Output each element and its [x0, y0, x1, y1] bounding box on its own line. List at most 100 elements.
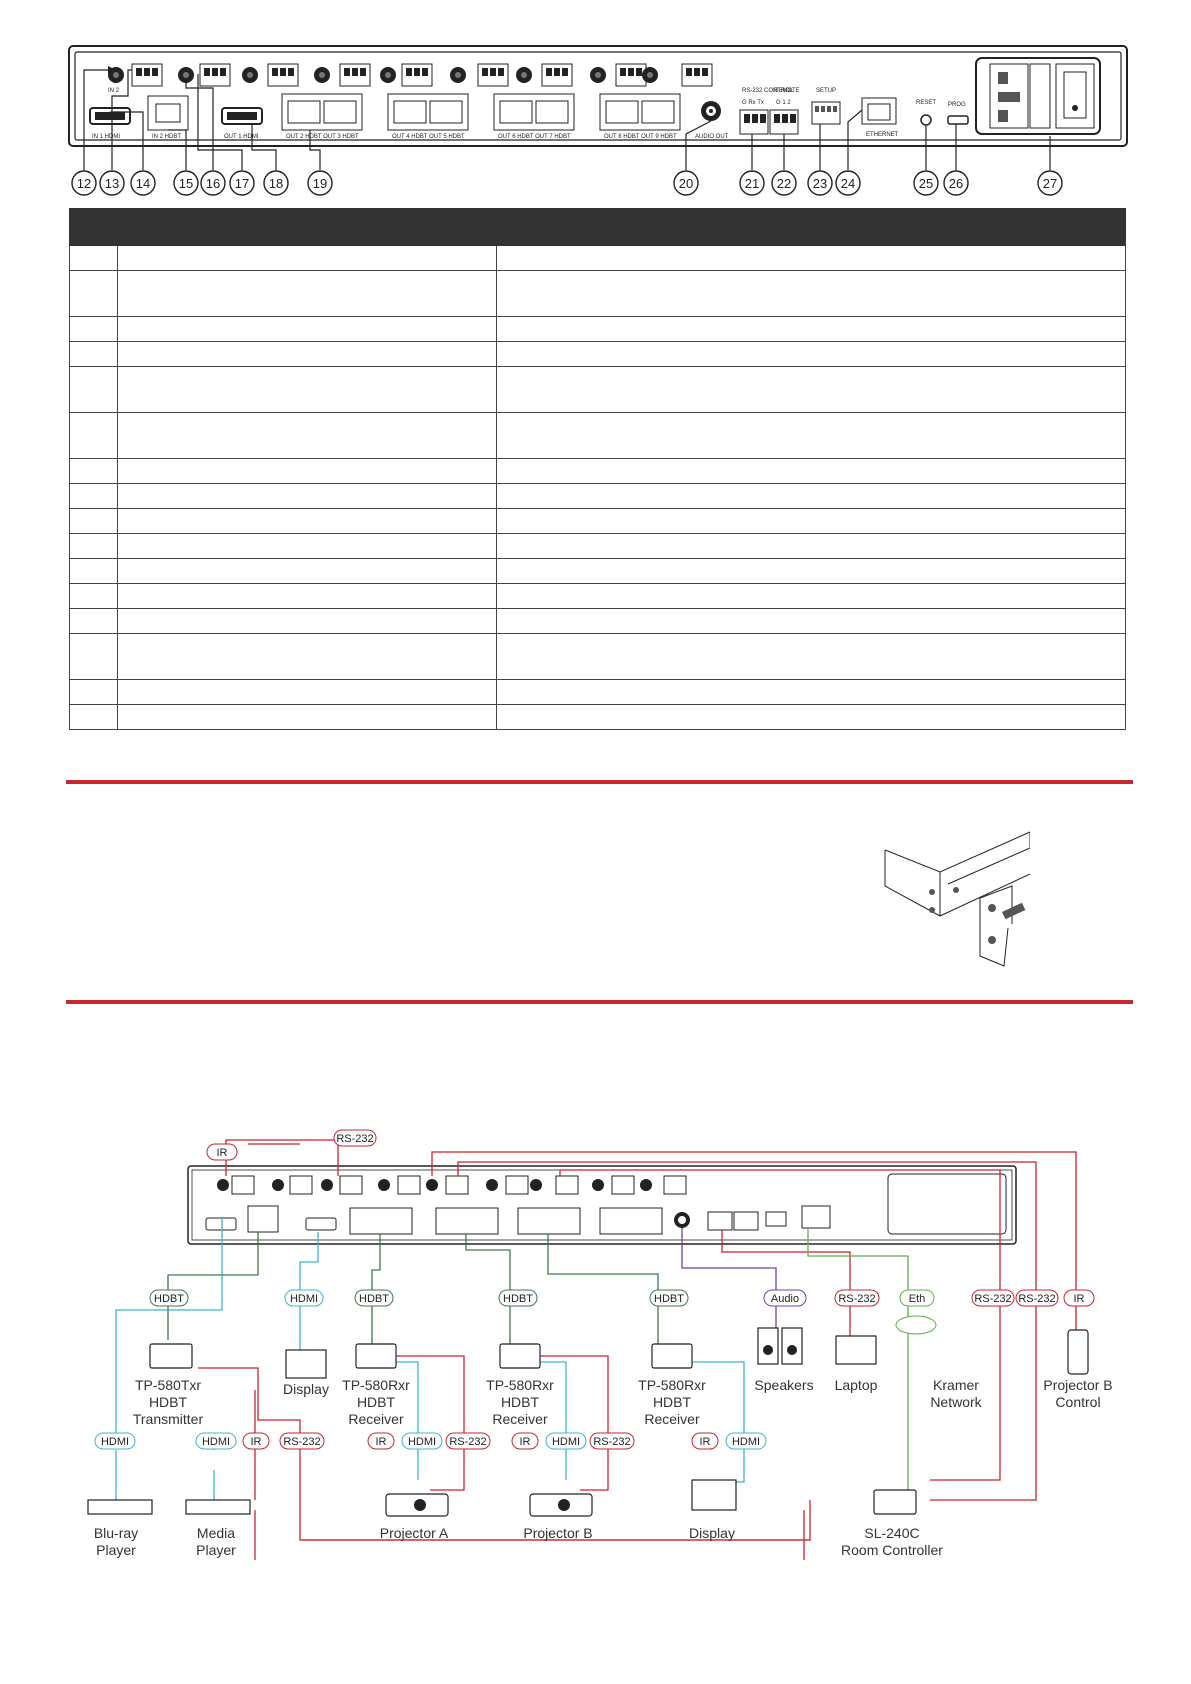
table-row: [69, 704, 1126, 730]
tag-rs232-laptop: RS-232: [838, 1293, 875, 1305]
callout-22: 22: [777, 176, 791, 191]
receiver-icon: [355, 1343, 397, 1369]
table-row: [69, 583, 1126, 609]
label-reset: RESET: [916, 100, 936, 106]
table-cell: [117, 533, 497, 559]
section-rule-top: [66, 780, 1133, 784]
table-cell: [69, 341, 118, 367]
table-cell: [69, 633, 118, 680]
table-cell: [496, 458, 1126, 484]
callout-23: 23: [813, 176, 827, 191]
tag-ir-projector: IR: [1074, 1293, 1085, 1305]
table-cell: [117, 245, 497, 271]
display-icon: [285, 1349, 327, 1379]
label-rs232-control: RS-232 CONTROL: [742, 88, 794, 94]
label-out67: OUT 6 HDBT OUT 7 HDBT: [498, 134, 571, 140]
table-cell: [117, 341, 497, 367]
tag-hdbt-2: HDBT: [359, 1293, 389, 1305]
section-rule-bottom: [66, 1000, 1133, 1004]
callout-21: 21: [745, 176, 759, 191]
callout-19: 19: [313, 176, 327, 191]
tag-rs232-proj-b: RS-232: [593, 1436, 630, 1448]
label-in2-hdbt: IN 2 HDBT: [152, 134, 181, 140]
label-out45: OUT 4 HDBT OUT 5 HDBT: [392, 134, 465, 140]
table-header-row: [69, 208, 1126, 246]
label-out1-hdmi: OUT 1 HDMI: [224, 134, 259, 140]
label-out23: OUT 2 HDBT OUT 3 HDBT: [286, 134, 359, 140]
callout-25: 25: [919, 176, 933, 191]
table-cell: [117, 270, 497, 317]
callout-13: 13: [105, 176, 119, 191]
callout-16: 16: [206, 176, 220, 191]
table-cell: [69, 508, 118, 534]
device-label-laptop: Laptop: [835, 1377, 878, 1393]
table-cell: [117, 704, 497, 730]
tag-ir-proj-b: IR: [520, 1436, 531, 1448]
table-cell: [69, 366, 118, 413]
table-cell: [117, 558, 497, 584]
device-label-display-1: Display: [283, 1381, 329, 1397]
tag-ir-top: IR: [217, 1147, 228, 1159]
callout-24: 24: [841, 176, 855, 191]
table-row: [69, 533, 1126, 559]
transmitter-icon: [149, 1343, 193, 1369]
callout-17: 17: [235, 176, 249, 191]
bluray-icon: [87, 1499, 153, 1515]
tag-hdmi-media: HDMI: [202, 1436, 230, 1448]
table-cell: [117, 679, 497, 705]
label-audio-out: AUDIO OUT: [695, 134, 729, 140]
table-cell: [117, 508, 497, 534]
table-cell: [69, 558, 118, 584]
table-row: [69, 412, 1126, 459]
receiver-icon: [499, 1343, 541, 1369]
table-cell: [496, 608, 1126, 634]
callout-26: 26: [949, 176, 963, 191]
table-cell: [496, 679, 1126, 705]
tag-rs232-b: RS-232: [1018, 1293, 1055, 1305]
table-cell: [496, 412, 1126, 459]
table-cell: [69, 245, 118, 271]
tag-rs232-a: RS-232: [974, 1293, 1011, 1305]
table-cell: [496, 316, 1126, 342]
tag-audio: Audio: [771, 1293, 799, 1305]
tag-hdmi-bluray: HDMI: [101, 1436, 129, 1448]
device-label-proj-a: Projector A: [380, 1525, 449, 1541]
table-cell: [496, 366, 1126, 413]
table-cell: [117, 583, 497, 609]
callout-15: 15: [179, 176, 193, 191]
receiver-icon: [651, 1343, 693, 1369]
callout-18: 18: [269, 176, 283, 191]
label-remote: REMOTE: [774, 88, 800, 94]
tag-rs232-tx: RS-232: [283, 1436, 320, 1448]
laptop-icon: [835, 1335, 877, 1365]
table-cell: [496, 508, 1126, 534]
table-cell: [496, 583, 1126, 609]
table-row: [69, 558, 1126, 584]
table-header-cell: [69, 208, 118, 246]
table-cell: [69, 458, 118, 484]
table-row: [69, 508, 1126, 534]
tag-hdmi-proj-b: HDMI: [552, 1436, 580, 1448]
table-row: [69, 633, 1126, 680]
label-grxtx: G Rx Tx: [742, 100, 764, 106]
table-cell: [117, 608, 497, 634]
callout-27: 27: [1043, 176, 1057, 191]
rack-ear-illustration: [884, 831, 1030, 967]
label-prog: PROG: [948, 102, 966, 108]
tag-rs232-top: RS-232: [336, 1133, 373, 1145]
table-row: [69, 316, 1126, 342]
table-header-cell: [117, 208, 497, 246]
table-cell: [69, 704, 118, 730]
label-ethernet: ETHERNET: [866, 132, 899, 138]
display-2-icon: [691, 1479, 737, 1511]
table-cell: [69, 412, 118, 459]
table-cell: [117, 316, 497, 342]
callout-20: 20: [679, 176, 693, 191]
device-label-speakers: Speakers: [754, 1377, 813, 1393]
table-row: [69, 366, 1126, 413]
